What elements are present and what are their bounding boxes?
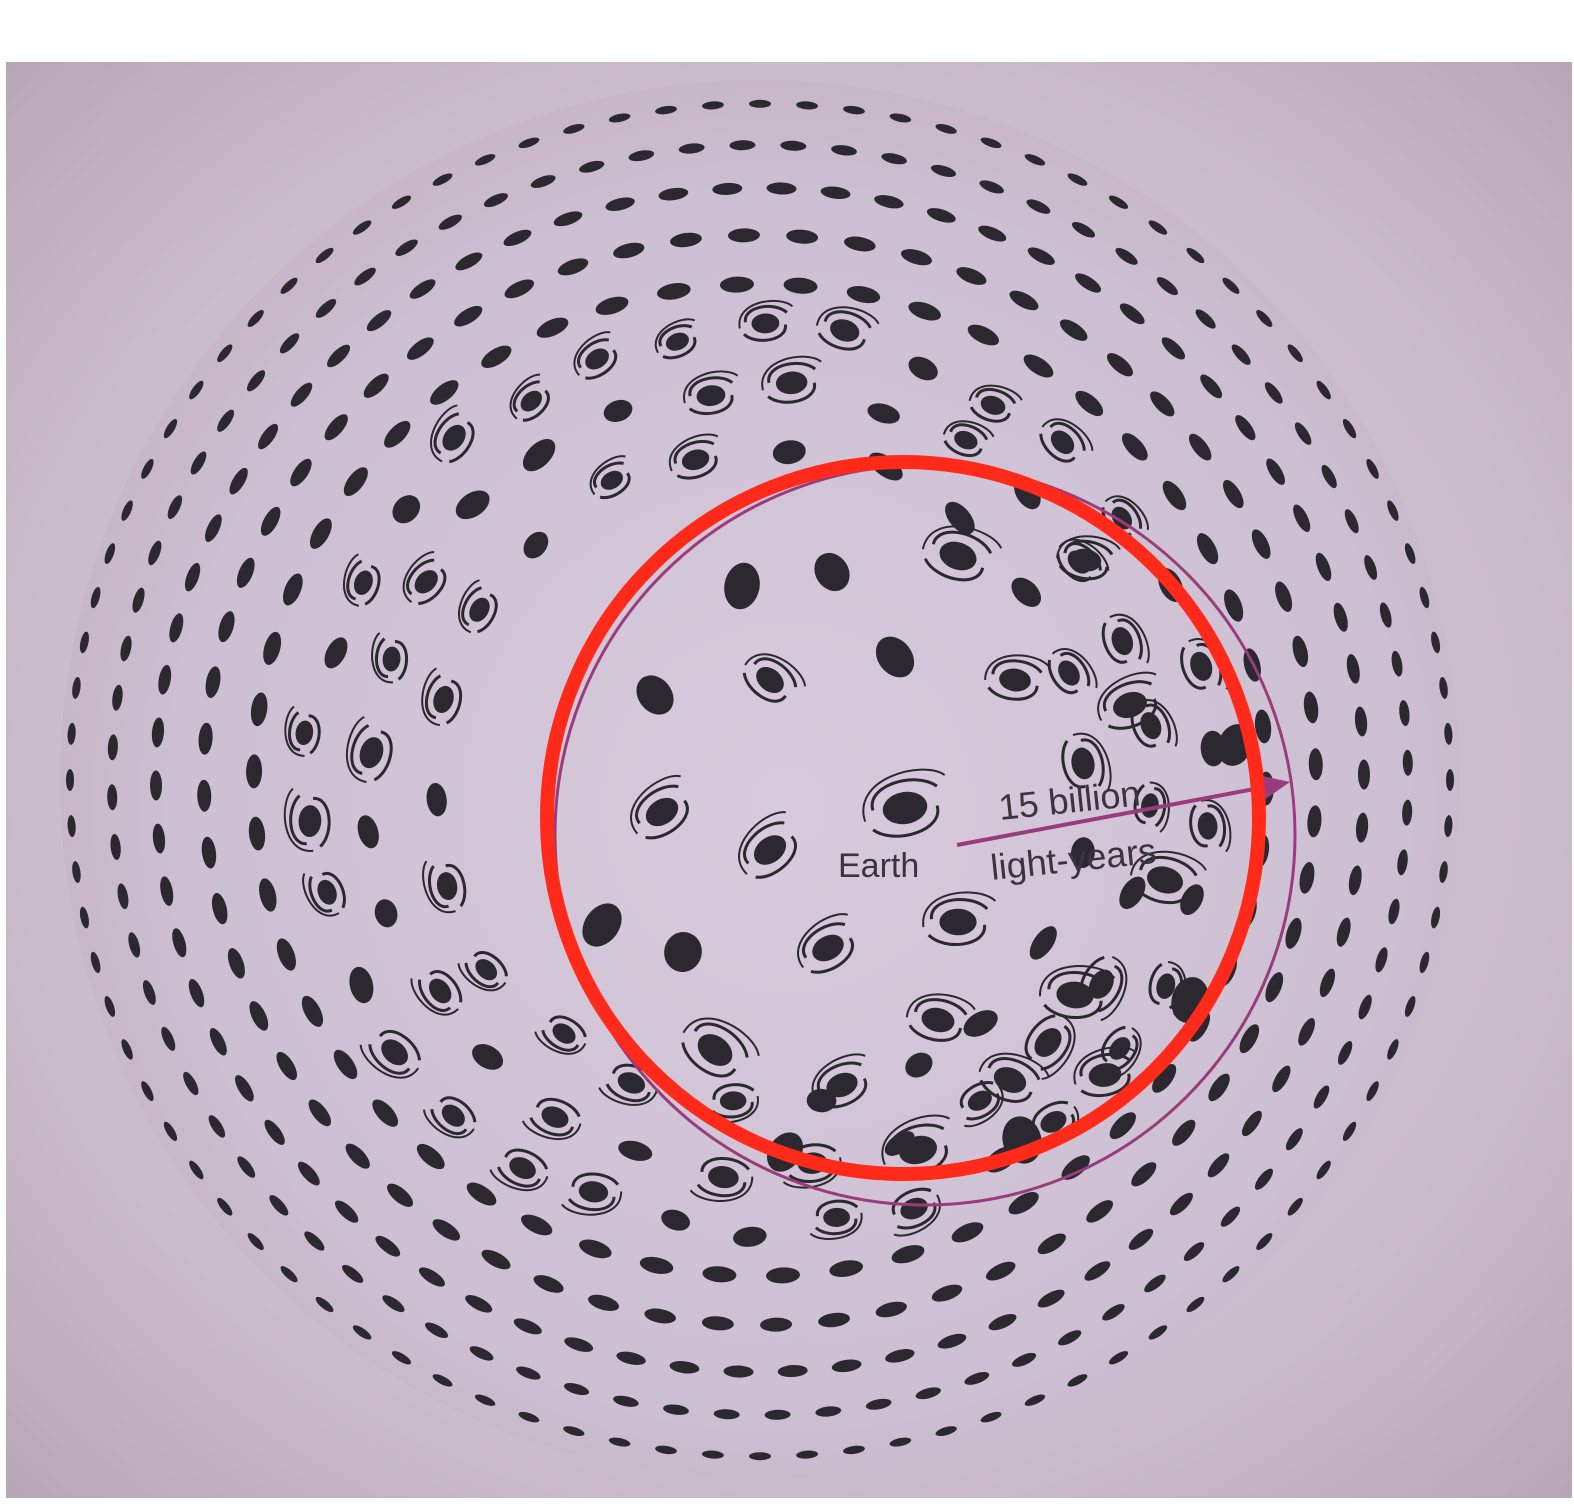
edge-on-galaxy-icon bbox=[66, 769, 74, 791]
earth-label: Earth bbox=[838, 847, 919, 885]
edge-on-galaxy-icon bbox=[749, 1452, 771, 1460]
edge-on-galaxy-icon bbox=[749, 100, 771, 108]
top-margin bbox=[6, 6, 1572, 62]
edge-on-galaxy-icon bbox=[1446, 769, 1454, 791]
